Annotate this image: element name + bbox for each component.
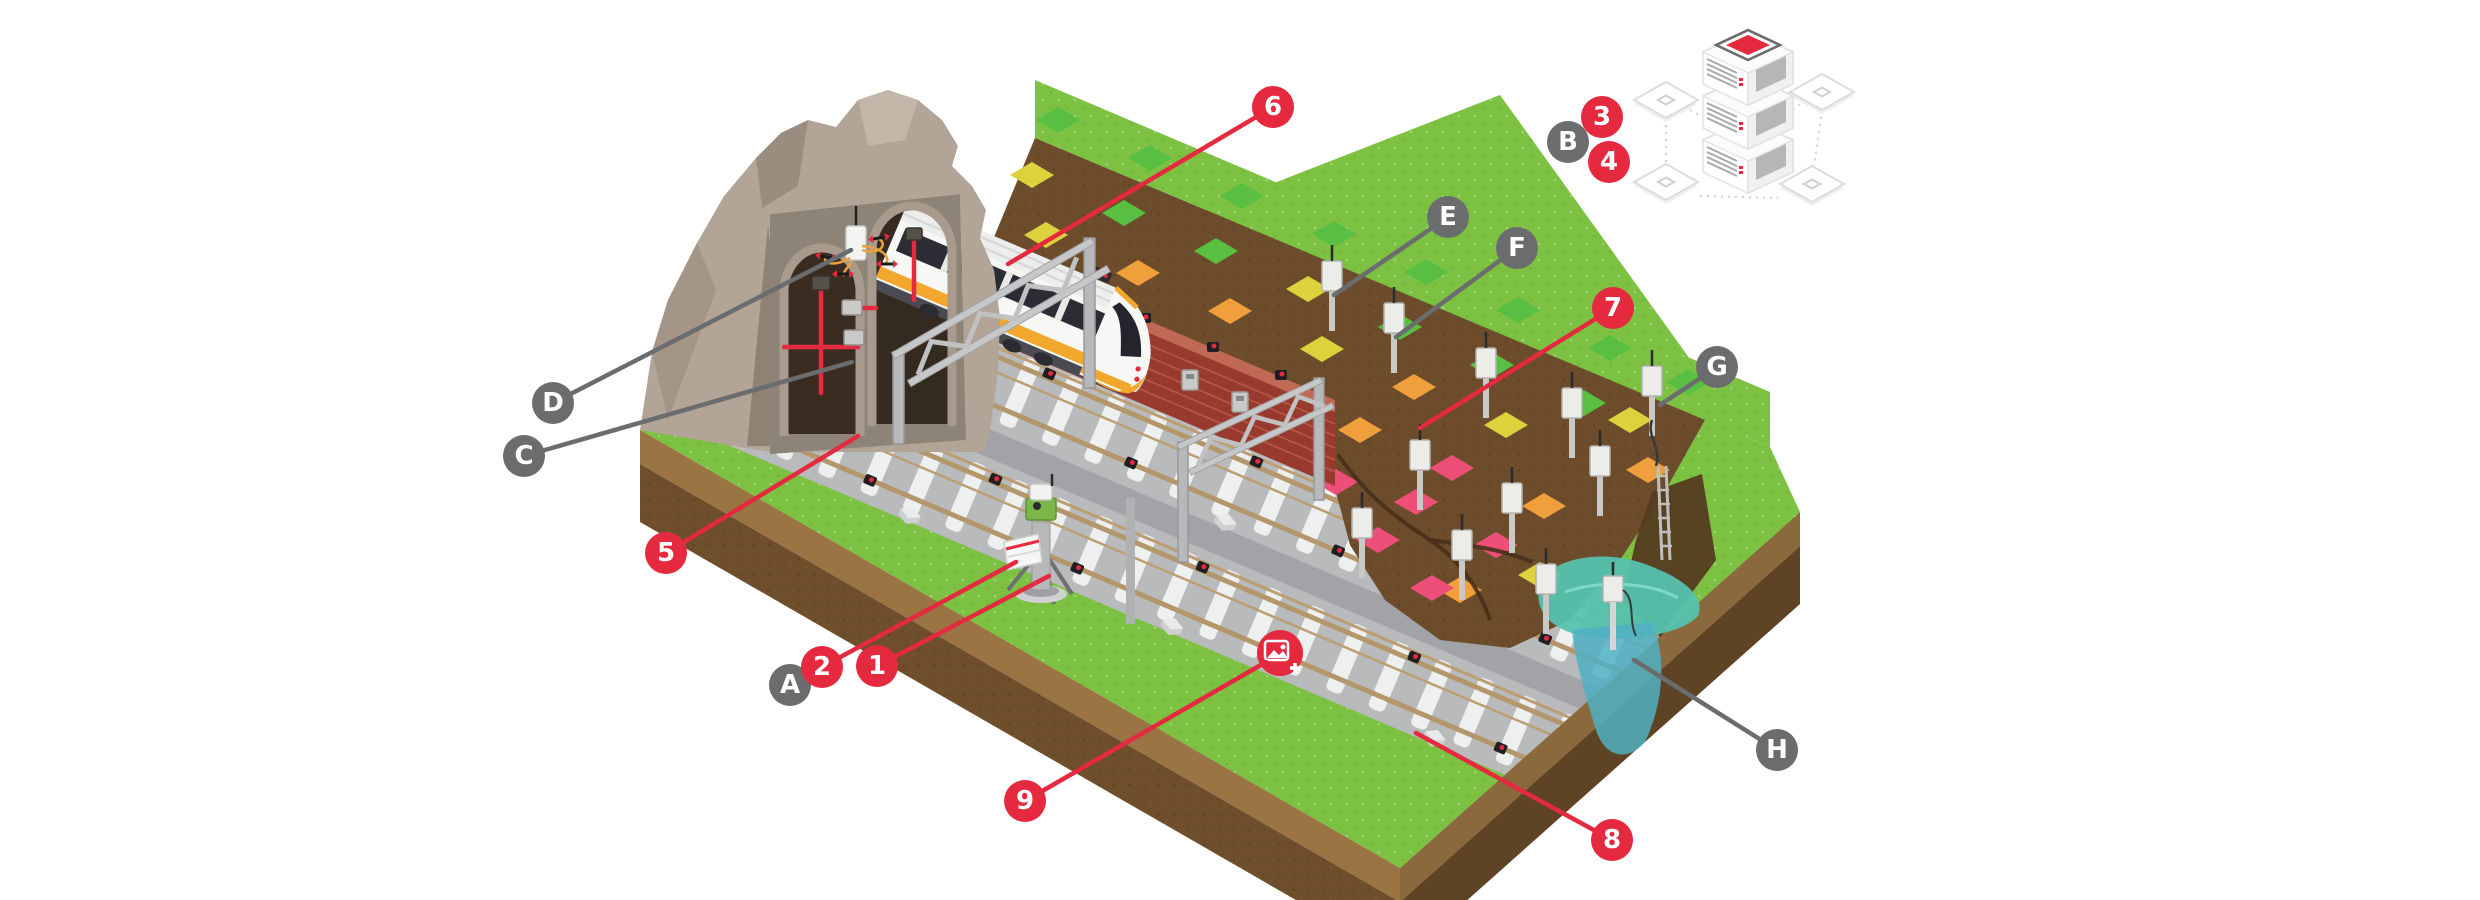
- laser-scanner: [843, 329, 865, 346]
- callout-C: C: [503, 435, 545, 477]
- callout-B: B: [1547, 121, 1589, 163]
- leader-9: [1022, 659, 1269, 804]
- server-stack-icon: [1633, 28, 1855, 207]
- laser-scanner: [905, 227, 923, 241]
- leader-5: [663, 433, 861, 556]
- callout-4: 4: [1588, 141, 1630, 183]
- callout-7: 7: [1592, 287, 1634, 329]
- sensor-cables: [823, 237, 889, 277]
- leader-D: [550, 247, 854, 406]
- leader-1: [874, 573, 1052, 669]
- catenary-pole: [1126, 498, 1135, 624]
- callout-6: 6: [1252, 86, 1294, 128]
- callout-8: 8: [1591, 819, 1633, 861]
- callout-D: D: [532, 382, 574, 424]
- callout-3: 3: [1581, 96, 1623, 138]
- alert-diamond: [1726, 35, 1770, 55]
- leader-6: [1005, 104, 1276, 267]
- leader-8: [1413, 730, 1615, 843]
- leader-F: [1393, 245, 1520, 340]
- network-node-icon: [1633, 81, 1699, 123]
- leader-E: [1331, 214, 1451, 298]
- network-node-icon: [1789, 73, 1855, 115]
- inclinometer-string: [1640, 348, 1672, 561]
- leader-C: [521, 359, 855, 459]
- callout-E: E: [1427, 196, 1469, 238]
- callout-G: G: [1696, 346, 1738, 388]
- network-node-icon: [1633, 163, 1699, 205]
- catenary-gantry-1: [890, 237, 1111, 445]
- laser-scanner: [811, 275, 831, 291]
- callout-2: 2: [801, 646, 843, 688]
- landslide-crack: [1336, 453, 1533, 621]
- callout-1: 1: [856, 645, 898, 687]
- laser-scanner: [841, 299, 863, 316]
- callout-H: H: [1756, 729, 1798, 771]
- server-units: [1702, 28, 1794, 195]
- leader-7: [1417, 305, 1616, 431]
- flood-water: [1538, 556, 1700, 755]
- catenary-gantry-2: [1176, 376, 1336, 563]
- leader-2: [819, 559, 1019, 670]
- photo-marker-icon: [1257, 630, 1303, 676]
- leader-lines: [521, 104, 1780, 843]
- callout-5: 5: [645, 532, 687, 574]
- water-level-sensor: [1602, 562, 1637, 650]
- callout-9: 9: [1004, 780, 1046, 822]
- callout-F: F: [1496, 227, 1538, 269]
- leader-H: [1631, 657, 1780, 753]
